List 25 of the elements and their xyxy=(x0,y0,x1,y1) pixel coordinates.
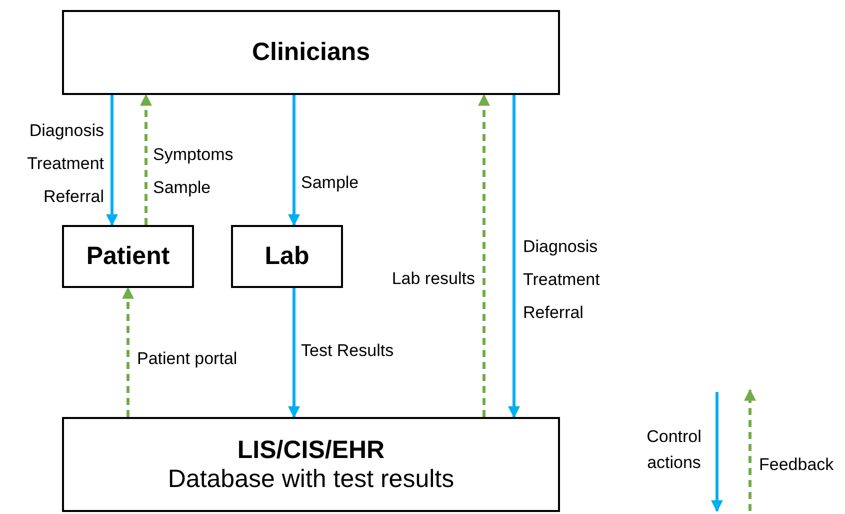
arrow xyxy=(106,95,118,226)
process-box xyxy=(62,417,560,512)
box-title: Lab xyxy=(264,242,310,271)
edge-label: Lab results xyxy=(390,268,475,290)
legend-label: Control actions xyxy=(646,426,702,474)
edge-label: Diagnosis Treatment Referral xyxy=(523,236,601,324)
box-title: Clinicians xyxy=(252,38,370,67)
box-title: Patient xyxy=(86,242,170,271)
box-title: LIS/CIS/EHR xyxy=(237,436,385,464)
edge-label: Test Results xyxy=(301,340,395,362)
edge-label: Sample xyxy=(301,172,360,194)
process-box xyxy=(62,10,560,95)
edge-label: Diagnosis Treatment Referral xyxy=(26,120,104,208)
arrow xyxy=(288,95,300,226)
arrow xyxy=(122,286,134,417)
process-box xyxy=(62,225,194,288)
legend-label: Feedback xyxy=(759,454,835,476)
edge-label: Patient portal xyxy=(137,348,238,370)
arrow xyxy=(508,95,520,418)
arrow xyxy=(478,94,490,417)
process-box xyxy=(231,225,343,288)
box-subtitle: Database with test results xyxy=(168,464,454,494)
edge-label: Symptoms Sample xyxy=(153,144,234,199)
arrow xyxy=(140,94,152,225)
arrow xyxy=(288,288,300,418)
